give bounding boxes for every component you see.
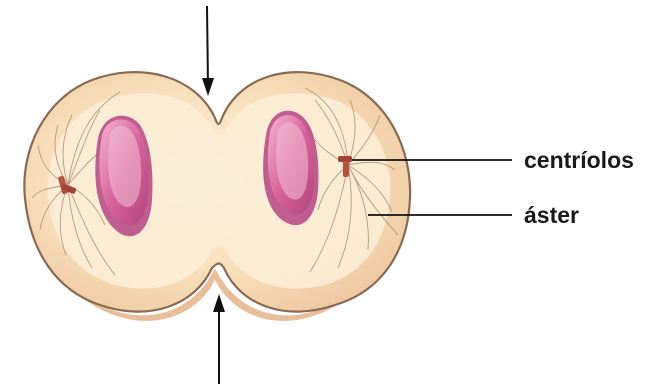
centrioles-label: centríolos [524,147,634,173]
dividing-cell [24,72,410,321]
arrow-top [202,6,214,96]
arrow-bottom [213,294,225,384]
aster-label: áster [524,202,579,228]
